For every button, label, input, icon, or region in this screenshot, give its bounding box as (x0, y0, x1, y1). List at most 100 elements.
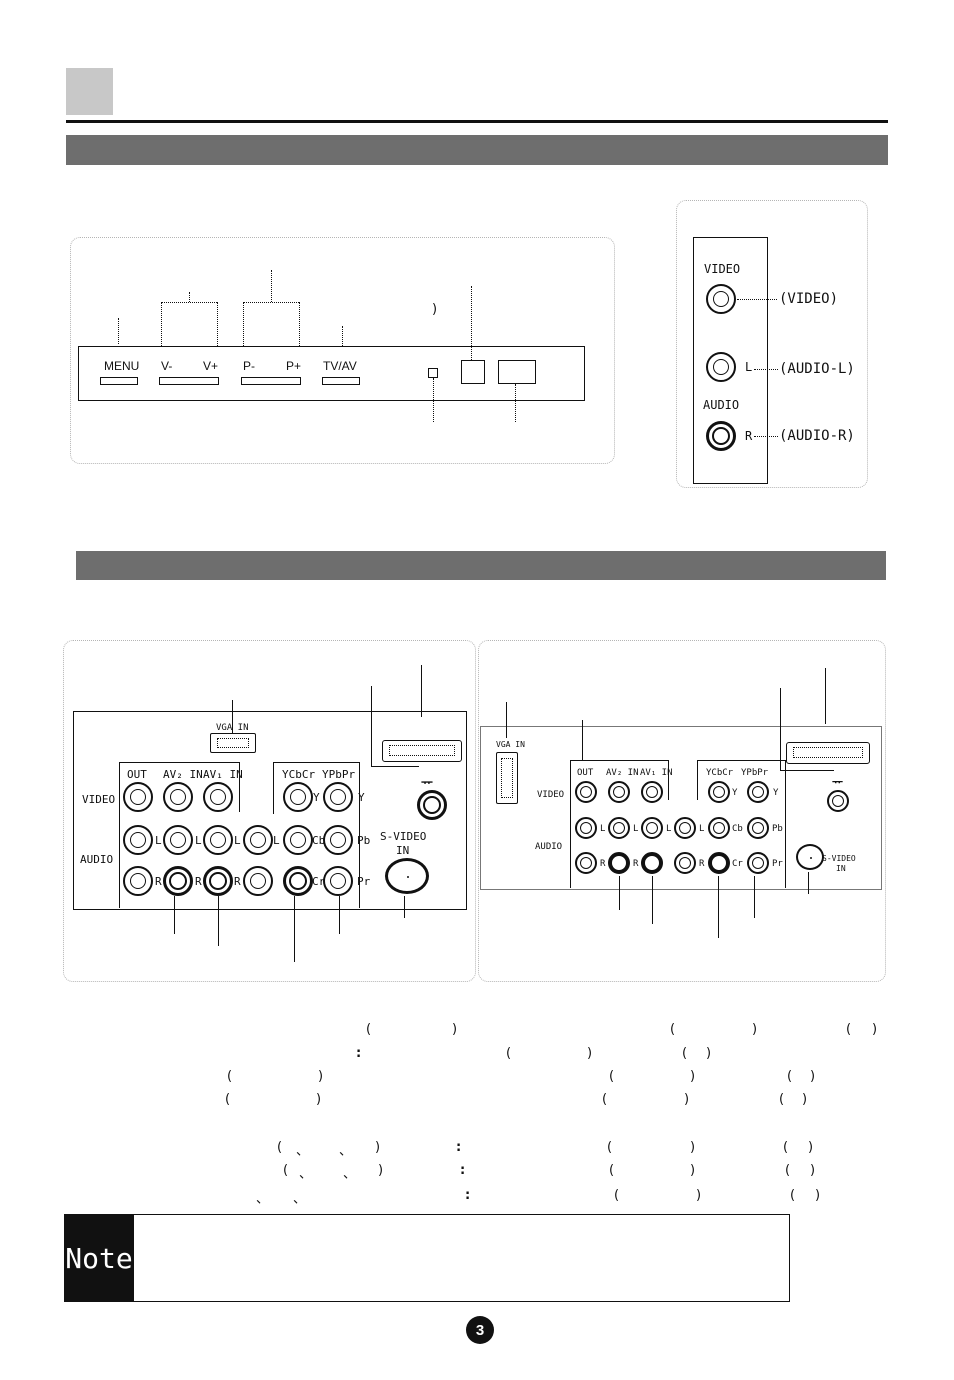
paren-close: ) (808, 1140, 814, 1155)
rl-l-label-4: L (273, 834, 280, 847)
prog-leader-right (299, 302, 300, 346)
volume-up-label: V+ (203, 359, 219, 373)
rr-av2-video-jack[interactable] (608, 781, 630, 803)
menu-leader (118, 318, 119, 344)
colon-mark: : (356, 1046, 362, 1061)
comma-mark: 、 (293, 1192, 307, 1207)
tv-av-button[interactable] (322, 377, 360, 385)
paren-open: ( (366, 1022, 372, 1037)
rl-pb-label: Pb (357, 834, 371, 847)
rr-audio-label: AUDIO (535, 842, 563, 852)
side-audio-r-callout: (AUDIO-R) (779, 428, 855, 444)
rr-av1-video-jack[interactable] (641, 781, 663, 803)
side-audio-r-jack[interactable] (706, 421, 736, 451)
volume-down-label: V- (161, 359, 173, 373)
rl-top-bracket-2 (273, 762, 359, 763)
rr-y2-label: Y (773, 788, 779, 798)
rl-svideo-jack[interactable] (385, 858, 429, 894)
rl-av1-r-jack[interactable] (203, 866, 233, 896)
paren-close: ) (684, 1092, 690, 1107)
paren-open: ( (779, 1092, 785, 1107)
colon-mark: : (460, 1163, 466, 1178)
rr-av2-l-jack[interactable] (608, 817, 630, 839)
rl-y2-label: Y (358, 791, 365, 804)
rl-av2-r-jack[interactable] (163, 866, 193, 896)
paren-open: ( (609, 1069, 615, 1084)
paren-close: ) (696, 1188, 702, 1203)
rl-av1-video-jack[interactable] (203, 782, 233, 812)
rl-antenna-leader-h (371, 766, 419, 767)
prog-leader-left (243, 302, 244, 346)
rr-divider-2 (668, 760, 669, 800)
rl-vga-port[interactable] (210, 733, 256, 753)
rr-l-label-1: L (600, 824, 606, 834)
rear-right-panel (480, 726, 882, 890)
rr-svideo-label: S-VIDEO (822, 854, 856, 863)
rr-cb-jack[interactable] (708, 817, 730, 839)
rr-pr-jack[interactable] (747, 852, 769, 874)
rr-svideo-jack[interactable] (796, 844, 824, 870)
rl-pr-jack[interactable] (323, 866, 353, 896)
paren-open: ( (609, 1163, 615, 1178)
prog-leader-bar (243, 302, 299, 303)
side-video-jack[interactable] (706, 284, 736, 314)
rr-av2-r-jack[interactable] (608, 852, 630, 874)
paren-close: ) (318, 1069, 324, 1084)
rl-pb-jack[interactable] (323, 825, 353, 855)
note-tag: Note (64, 1214, 134, 1302)
paren-close: ) (872, 1022, 878, 1037)
rl-comp-l-jack[interactable] (243, 825, 273, 855)
rl-av1-label: AV₁ IN (203, 768, 243, 781)
rr-video-out-jack[interactable] (575, 781, 597, 803)
side-audio-r-leader (754, 436, 778, 437)
rr-r-label-3: R (699, 859, 705, 869)
rr-av1-r-jack[interactable] (641, 852, 663, 874)
rl-comp-r-jack[interactable] (243, 866, 273, 896)
rl-out-l-jack[interactable] (123, 825, 153, 855)
rr-comp-r-jack[interactable] (674, 852, 696, 874)
rr-pb-jack[interactable] (747, 817, 769, 839)
side-audio-l-jack[interactable] (706, 352, 736, 382)
rr-y-label: Y (732, 788, 738, 798)
rl-av1-l-jack[interactable] (203, 825, 233, 855)
rl-cr-label: Cr (312, 875, 326, 888)
rr-y2-jack[interactable] (747, 781, 769, 803)
paren-open: ( (682, 1046, 688, 1061)
colon-mark: : (465, 1188, 471, 1203)
rl-leader-2 (218, 896, 219, 946)
vol-leader-stem (189, 292, 190, 302)
rl-av2-video-jack[interactable] (163, 782, 193, 812)
rr-vga-port[interactable] (496, 752, 518, 804)
rr-top-bracket-2 (697, 760, 785, 761)
rr-out-l-jack[interactable] (575, 817, 597, 839)
rr-out-r-jack[interactable] (575, 852, 597, 874)
rl-y2-jack[interactable] (323, 782, 353, 812)
front-control-panel (78, 346, 585, 401)
note-box (64, 1214, 790, 1302)
rr-antenna-jack[interactable] (827, 790, 849, 812)
program-rocker[interactable] (241, 377, 301, 385)
rl-video-out-jack[interactable] (123, 782, 153, 812)
rr-y-jack[interactable] (708, 781, 730, 803)
volume-rocker[interactable] (159, 377, 219, 385)
rl-cb-label: Cb (312, 834, 326, 847)
rl-av2-l-jack[interactable] (163, 825, 193, 855)
paren-close: ) (690, 1140, 696, 1155)
power-switch[interactable] (498, 360, 536, 384)
rr-comp-l-jack[interactable] (674, 817, 696, 839)
rr-antenna-leader-v (780, 688, 781, 770)
rl-dvi-port[interactable] (382, 740, 462, 762)
rl-cb-jack[interactable] (283, 825, 313, 855)
side-video-callout: (VIDEO) (779, 291, 839, 307)
rl-l-label-1: L (155, 834, 162, 847)
front-panel-diagram (70, 237, 615, 464)
rl-y-jack[interactable] (283, 782, 313, 812)
rl-out-r-jack[interactable] (123, 866, 153, 896)
rr-dvi-port[interactable] (786, 742, 870, 764)
rr-av1-l-jack[interactable] (641, 817, 663, 839)
rl-cr-jack[interactable] (283, 866, 313, 896)
menu-button[interactable] (100, 377, 138, 385)
rr-leader-3 (718, 876, 719, 938)
rl-antenna-jack[interactable] (417, 790, 447, 820)
rr-cr-jack[interactable] (708, 852, 730, 874)
